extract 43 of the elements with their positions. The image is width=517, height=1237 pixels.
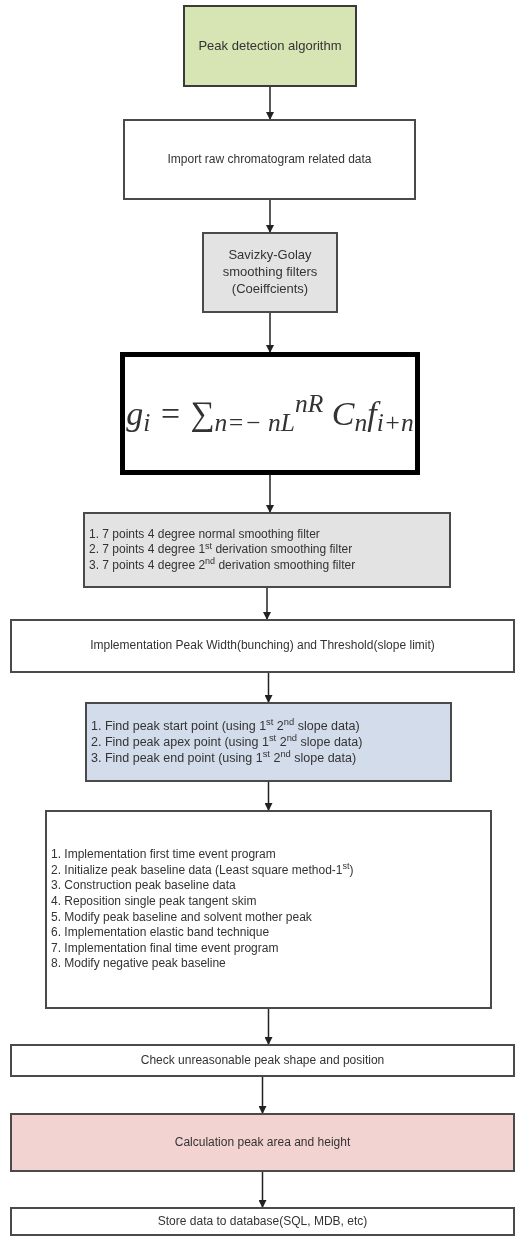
box-label: Calculation peak area and height: [174, 1134, 351, 1151]
process-box: [45, 810, 492, 1009]
list-item: 2. 7 points 4 degree 1$^{st}$ derivation smoothing filter: [89, 542, 354, 557]
list-item: 1. Find peak start point (using 1$^{st}$ 2$^{nd}$ slope data): [91, 717, 361, 734]
list-item: 7. Implementation final time event program: [51, 940, 280, 957]
list-item: 2. Find peak apex point (using 1$^{st}$ 2$^{nd}$ slope data): [91, 733, 364, 750]
list-item: 5. Modify peak baseline and solvent mother peak: [51, 909, 313, 926]
arrow: [264, 781, 273, 811]
process-box: [85, 702, 452, 782]
arrow: [266, 86, 274, 120]
list-item: 4. Reposition single peak tangent skim: [51, 893, 258, 910]
arrow: [266, 312, 274, 353]
process-box: [202, 232, 338, 313]
list-item: 8. Modify negative peak baseline: [51, 956, 227, 972]
box-label: Store data to database(SQL, MDB, etc): [157, 1213, 368, 1230]
arrow: [266, 199, 274, 233]
list-item: 6. Implementation elastic band technique: [51, 925, 271, 941]
process-box: [83, 512, 451, 588]
arrow: [264, 672, 273, 703]
arrow: [264, 1008, 273, 1045]
list-item: 2. Initialize peak baseline data (Least square method-1$^{st}$): [51, 862, 355, 879]
box-label: Check unreasonable peak shape and position: [140, 1052, 385, 1069]
arrow: [258, 1171, 267, 1208]
formula-box: [120, 352, 420, 475]
start-box: [183, 5, 357, 87]
formula-text: g$_{i}$ = ∑$_{n=− nL}$$^{nR}$ C$_{n}$f$_{i+n}$: [126, 396, 414, 431]
box-label: Import raw chromatogram related data: [167, 151, 372, 168]
list-item: 1. 7 points 4 degree normal smoothing filter: [89, 526, 321, 543]
process-box: [10, 1113, 515, 1172]
arrow: [263, 587, 271, 620]
arrow: [258, 1076, 267, 1114]
list-item: 3. Find peak end point (using 1$^{st}$ 2$^{nd}$ slope data): [91, 750, 358, 767]
arrow: [266, 474, 274, 513]
box-label: Implementation Peak Width(bunching) and Threshold(slope limit): [90, 638, 435, 654]
list-item: 3. 7 points 4 degree 2$^{nd}$ derivation smoothing filter: [89, 557, 357, 574]
process-box: [10, 619, 515, 673]
process-box: [10, 1207, 515, 1236]
box-label: Peak detection algorithm: [198, 37, 342, 55]
process-box: [123, 119, 416, 200]
list-item: 1. Implementation first time event program: [51, 847, 277, 863]
box-label: Savizky-Golay smoothing filters (Coeiffcients): [221, 247, 319, 298]
process-box: [10, 1044, 515, 1077]
list-item: 3. Construction peak baseline data: [51, 878, 237, 894]
